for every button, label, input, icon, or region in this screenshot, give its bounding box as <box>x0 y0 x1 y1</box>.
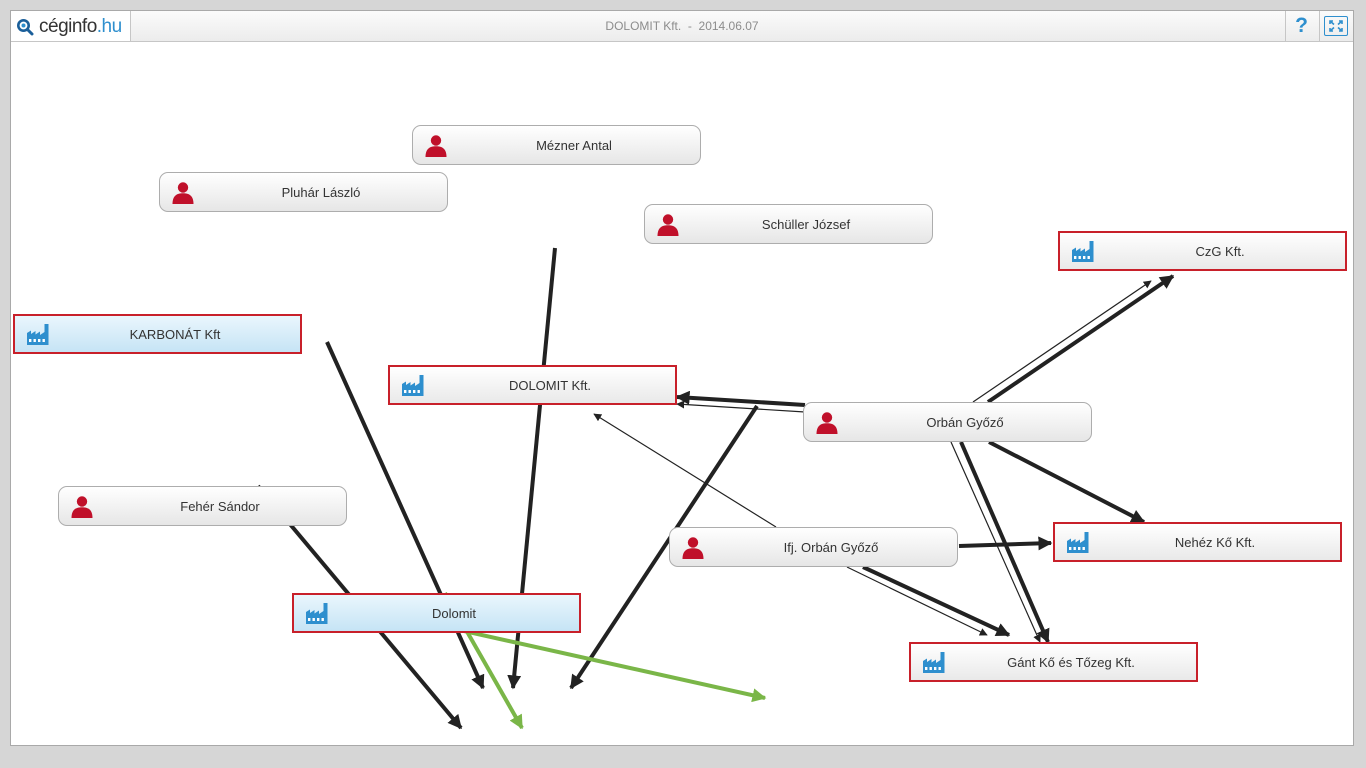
fullscreen-button[interactable] <box>1319 11 1351 41</box>
logo-tld: .hu <box>96 16 122 37</box>
fullscreen-icon <box>1323 16 1348 36</box>
node-label: Schüller József <box>761 216 851 232</box>
ceginfo-logo[interactable]: céginfo.hu <box>11 11 131 41</box>
node-label: Gánt Kő és Tőzeg Kft. <box>1007 654 1135 670</box>
node-czg[interactable]: CzG Kft. <box>1058 231 1347 271</box>
person-icon <box>657 214 679 236</box>
edge-orban-to-gant <box>959 441 1050 644</box>
node-label: Ifj. Orbán Győző <box>783 539 879 555</box>
node-schuller[interactable]: Schüller József <box>644 204 933 244</box>
node-label: KARBONÁT Kft <box>129 326 221 342</box>
edge-ifj_orban-to-gant <box>846 566 988 636</box>
node-gant[interactable]: Gánt Kő és Tőzeg Kft. <box>909 642 1198 682</box>
factory-icon <box>1067 532 1089 553</box>
node-label: Mézner Antal <box>536 137 612 153</box>
person-icon <box>71 496 93 518</box>
edge-orban-to-czg <box>986 274 1175 404</box>
network-window: céginfo.hu DOLOMIT Kft. - 2014.06.07 ? <box>10 10 1354 746</box>
person-icon <box>425 135 447 157</box>
node-label: Orbán Győző <box>926 414 1004 430</box>
title-bar: céginfo.hu DOLOMIT Kft. - 2014.06.07 ? <box>11 11 1353 42</box>
node-orban[interactable]: Orbán Győző <box>803 402 1092 442</box>
edge-orban-to-czg <box>972 280 1152 403</box>
node-label: Nehéz Kő Kft. <box>1174 534 1256 550</box>
edge-orban-to-dolomit_kft <box>676 400 806 413</box>
person-icon <box>172 182 194 204</box>
node-mezner[interactable]: Mézner Antal <box>412 125 701 165</box>
person-icon <box>816 412 838 434</box>
node-dolomit[interactable]: Dolomit <box>292 593 581 633</box>
factory-icon <box>923 652 945 673</box>
node-label: Dolomit <box>431 605 477 621</box>
help-button[interactable]: ? <box>1285 11 1317 41</box>
edge-orban-to-nehez_ko <box>988 440 1146 524</box>
node-karbonat[interactable]: KARBONÁT Kft <box>13 314 302 354</box>
node-ifj_orban[interactable]: Ifj. Orbán Győző <box>669 527 958 567</box>
node-nehez_ko[interactable]: Nehéz Kő Kft. <box>1053 522 1342 562</box>
node-label: Pluhár László <box>281 184 361 200</box>
node-label: CzG Kft. <box>1195 243 1245 259</box>
logo-wordmark: céginfo.hu <box>39 16 122 38</box>
factory-icon <box>27 324 49 345</box>
edge-orban-to-gant <box>950 441 1041 643</box>
node-label: Fehér Sándor <box>180 498 260 514</box>
factory-icon <box>402 375 424 396</box>
edge-ifj_orban-to-gant <box>862 565 1011 637</box>
factory-icon <box>306 603 328 624</box>
magnifier-logo-icon <box>17 19 34 36</box>
edge-orban-to-dolomit_kft <box>675 390 806 407</box>
logo-name: céginfo <box>39 16 97 37</box>
factory-icon <box>1072 241 1094 262</box>
node-pluhar[interactable]: Pluhár László <box>159 172 448 212</box>
window-title: DOLOMIT Kft. - 2014.06.07 <box>605 19 759 33</box>
person-icon <box>682 537 704 559</box>
edge-ifj_orban-to-dolomit_kft <box>593 413 777 528</box>
node-dolomit_kft[interactable]: DOLOMIT Kft. <box>388 365 677 405</box>
edge-schuller-to-dolomit_kft <box>569 404 759 690</box>
help-icon: ? <box>1295 14 1308 37</box>
node-label: DOLOMIT Kft. <box>508 377 592 393</box>
node-feher[interactable]: Fehér Sándor <box>58 486 347 526</box>
edge-ifj_orban-to-nehez_ko <box>958 536 1053 551</box>
